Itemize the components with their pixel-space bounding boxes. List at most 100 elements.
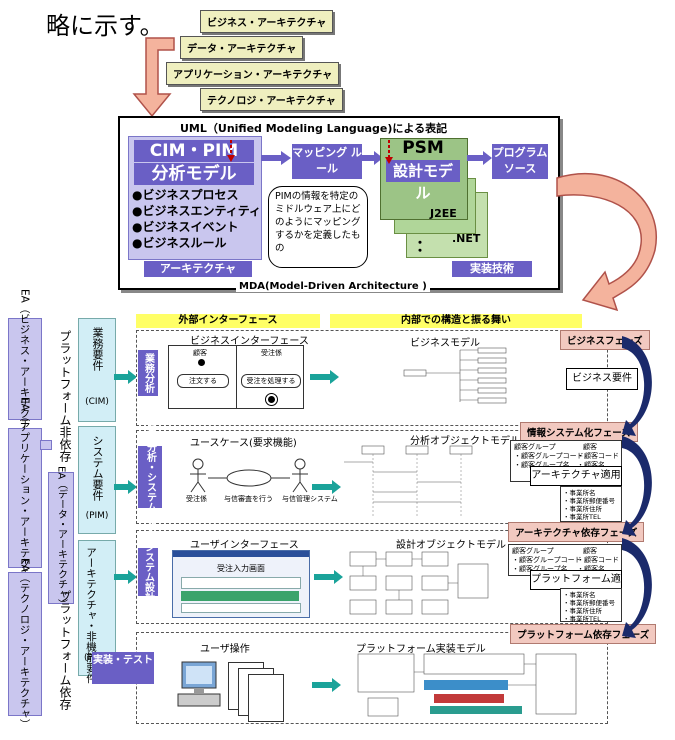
req-business-box: 業務要件 (CIM): [78, 318, 116, 422]
teal-arrow-icon: [310, 370, 339, 384]
teal-arrow-icon: [114, 570, 137, 584]
impl-tech-label: 実装技術: [452, 261, 532, 277]
cim-pim-label: CIM・PIM: [134, 140, 254, 162]
arrow-to-psm-icon: [362, 151, 383, 165]
platform-impl-diagram: [357, 653, 577, 717]
dotnet-label: .NET: [452, 232, 481, 245]
teal-arrow-icon: [114, 480, 137, 494]
internal-header: 内部での構造と振る舞い: [330, 314, 582, 328]
jigyosho-class: ・事業所名 ・事業所郵便番号 ・事業所住所 ・事業所TEL: [560, 486, 622, 522]
uc-actor-clerk: 受注係: [186, 495, 207, 503]
req-system-box: システム要件 (PIM): [78, 426, 116, 534]
pyramid-layer-data: データ・アーキテクチャ: [180, 36, 304, 59]
teal-arrow-icon: [312, 480, 341, 494]
activity-system-design: システム設計: [138, 542, 158, 602]
row2-right-title: 分析オブジェクトモデル: [410, 436, 520, 447]
teal-arrow-icon: [314, 570, 343, 584]
bi-process-order: 受注を処理する: [241, 374, 301, 388]
grp-code-label: ・顧客グループコード: [514, 452, 584, 460]
kokyaku-group-label: 顧客グループ: [512, 547, 554, 555]
activity-business-analysis: 業務分析: [138, 350, 158, 396]
row2-badge: アーキテクチャ適用: [530, 466, 622, 486]
jigyosho-class-row3: ・事業所名 ・事業所郵便番号 ・事業所住所 ・事業所TEL: [560, 588, 622, 623]
curved-arrow-icon: [556, 172, 657, 312]
curved-down-arrow-icon: [622, 436, 652, 536]
mda-caption: MDA(Model-Driven Architecture ): [236, 281, 430, 292]
row4-left-title: ユーザ操作: [200, 644, 250, 655]
jigyosho-zip: ・事業所郵便番号: [563, 497, 615, 505]
pyramid-layer-application: アプリケーション・アーキテクチャ: [166, 62, 340, 85]
kokyaku-label: 顧客: [583, 443, 597, 451]
jigyosho-name: ・事業所名: [563, 489, 596, 497]
uc-case-credit: 与信審査を行う: [224, 495, 273, 503]
usecase-diagram: [190, 458, 308, 493]
activity-impl-test: 実装・テスト: [92, 652, 154, 684]
external-if-header: 外部インターフェース: [136, 314, 320, 328]
jigyosho-zip: ・事業所郵便番号: [563, 599, 615, 607]
row2-left-title: ユースケース(要求機能): [190, 438, 297, 449]
row4-right-title: プラットフォーム実装モデル: [356, 644, 486, 655]
psm-label: PSM: [402, 138, 444, 158]
ui-screen-mock: 受注入力画面: [172, 550, 310, 618]
req-business-code: (CIM): [85, 397, 109, 407]
computer-icon: [177, 661, 221, 707]
bi-customer-label: 顧客: [193, 349, 207, 357]
ea-application-label: EA（アプリケーション・アーキテクチャ）: [8, 397, 42, 599]
teal-arrow-icon: [114, 370, 137, 384]
arrow-to-mapping-icon: [261, 151, 291, 165]
curved-down-arrow-icon: [622, 336, 652, 436]
jigyosho-tel: ・事業所TEL: [563, 615, 601, 623]
bullet-business-event: ●ビジネスイベント: [132, 220, 239, 234]
bullet-business-process: ●ビジネスプロセス: [132, 188, 239, 202]
req-business-label: 業務要件: [91, 327, 104, 371]
row1-badge: ビジネス要件: [566, 368, 638, 390]
intro-text: 略に示す。: [46, 12, 164, 40]
ea-connector: [40, 440, 52, 450]
row3-badge: プラットフォーム適用: [530, 570, 622, 603]
teal-arrow-icon: [312, 678, 341, 692]
jigyosho-tel: ・事業所TEL: [563, 513, 601, 521]
mapping-note-callout: PIMの情報を特定のミドルウェア上にどのようにマッピングするかを定義したもの: [268, 186, 368, 268]
curved-down-arrow-icon: [622, 538, 652, 638]
pyramid-layer-business: ビジネス・アーキテクチャ: [200, 10, 334, 33]
arrow-to-source-icon: [467, 151, 492, 165]
bullet-business-entity: ●ビジネスエンティティ: [132, 204, 262, 218]
jigyosho-address: ・事業所住所: [563, 505, 602, 513]
req-arch-label: アーキテクチャ・非機能要件: [85, 547, 97, 684]
ea-technology-label: EA（テクノロジ・アーキテクチャ）: [8, 558, 42, 730]
grp-name-label: ・顧客グループ名: [512, 565, 568, 573]
kokyaku-name-label: ・顧客名: [577, 565, 605, 573]
pyramid-layer-technology: テクノロジ・アーキテクチャ: [200, 88, 343, 111]
kokyaku-label: 顧客: [583, 547, 597, 555]
row3-left-title: ユーザインターフェース: [190, 540, 299, 551]
jigyosho-address: ・事業所住所: [563, 607, 602, 615]
kokyaku-code-label: ・顧客コード: [577, 556, 619, 564]
platform-dependent-label: プラットフォーム依存: [58, 590, 72, 710]
platform-independent-label: プラットフォーム非依存: [58, 330, 72, 462]
uml-title: UML（Unified Modeling Language)による表記: [180, 122, 448, 135]
row1-right-title: ビジネスモデル: [410, 338, 480, 349]
phase-architecture: アーキテクチャ依存フェーズ: [508, 522, 645, 542]
dashed-down-arrow-icon: [227, 140, 235, 162]
ea-data-label: EA（データ・アーキテクチャ）: [48, 466, 74, 610]
j2ee-label: J2EE: [430, 207, 457, 220]
entity-classes-row3: 顧客グループ ・顧客グループコード ・顧客グループ名 顧客 ・顧客コード ・顧客…: [508, 544, 622, 576]
activity-requirements-analysis: 要求分析・システム分析: [138, 422, 162, 532]
business-model-diagram: [403, 347, 507, 404]
sequence-diagram: [344, 445, 473, 516]
phase-platform: プラットフォーム依存フェーズ: [510, 624, 657, 644]
program-source-box: プログラム ソース: [492, 144, 548, 179]
kokyaku-name-label: ・顧客名: [577, 461, 605, 469]
more-ellipsis: ：: [416, 236, 433, 255]
analysis-model-label: 分析モデル: [134, 163, 254, 185]
kokyaku-code-label: ・顧客コード: [577, 452, 619, 460]
jigyosho-name: ・事業所名: [563, 591, 596, 599]
document-icon: [248, 674, 284, 722]
uc-actor-system: 与信管理システム: [282, 495, 338, 503]
kokyaku-group-label: 顧客グループ: [514, 443, 556, 451]
grp-name-label: ・顧客グループ名: [514, 461, 570, 469]
design-model-label: 設計モデル: [386, 160, 460, 202]
design-class-diagram: [349, 551, 489, 615]
screen-title: 受注入力画面: [217, 564, 265, 573]
row3-right-title: 設計オブジェクトモデル: [396, 540, 506, 551]
